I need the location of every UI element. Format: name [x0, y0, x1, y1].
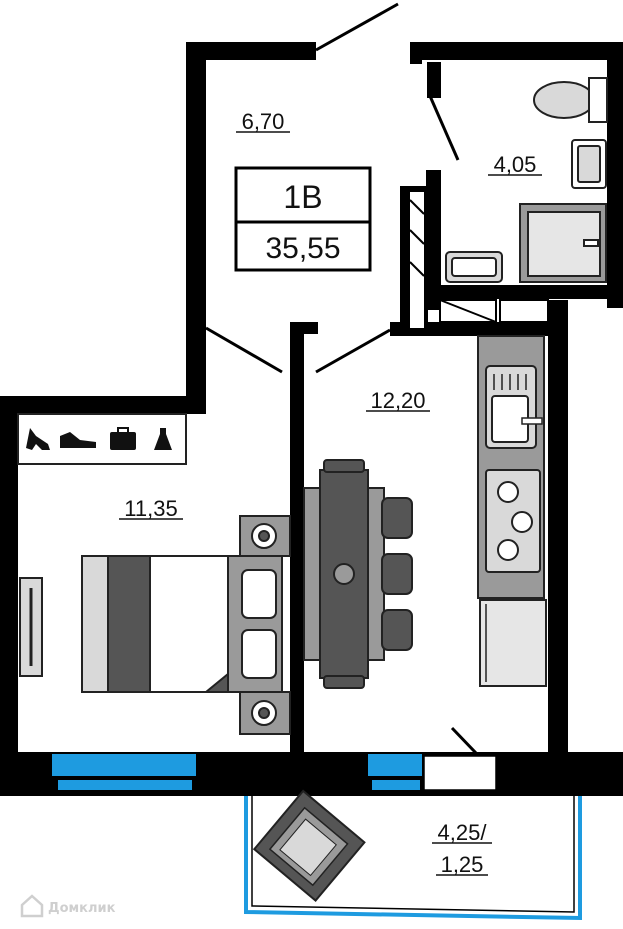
wall-bath-bottom: [426, 285, 623, 299]
armchair: [252, 789, 366, 902]
watermark-text: Домклик: [48, 901, 116, 916]
wardrobe: [17, 413, 187, 465]
burner-icon: [497, 481, 519, 503]
chair: [381, 497, 413, 539]
briefcase-icon: [110, 427, 136, 450]
bed-blanket-dark: [107, 555, 151, 693]
kitchen-fixtures: [477, 335, 547, 687]
balcony-area-line2: 1,25: [441, 852, 484, 877]
window-kitchen: [368, 754, 422, 776]
chair: [381, 553, 413, 595]
door-entrance: [315, 2, 399, 52]
wall-kitchen-top: [390, 322, 566, 336]
window-bedroom: [52, 754, 196, 776]
windows: [52, 754, 497, 791]
wall-bath-top-stub: [410, 42, 422, 64]
bed-blanket-light: [149, 555, 229, 693]
bedroom-area: 11,35: [124, 496, 177, 521]
toilet-tank: [588, 77, 608, 123]
wall-partition: [290, 322, 304, 758]
watermark: Домклик: [20, 894, 116, 918]
toilet-bowl: [533, 81, 595, 119]
dining-table: [303, 459, 413, 689]
table-center-icon: [333, 563, 355, 585]
chair: [323, 675, 365, 689]
unit-badge: 1В 35,55: [234, 166, 372, 272]
door-kitchen: [315, 328, 391, 374]
wall-hall-top-left: [186, 42, 316, 60]
refrigerator: [479, 599, 547, 687]
chair: [381, 609, 413, 651]
wall-hall-left: [186, 42, 206, 414]
bedroom-furniture: [17, 413, 291, 735]
sneaker-icon: [60, 432, 96, 448]
balcony-rail: [244, 796, 582, 921]
door-bathroom: [428, 95, 460, 161]
doors: [205, 2, 500, 778]
unit-code-box: [234, 166, 372, 224]
wall-bath-top: [410, 42, 623, 60]
pillow: [241, 569, 277, 619]
walls: [0, 42, 623, 796]
burner-icon: [511, 511, 533, 533]
window-kitchen-sill: [372, 780, 420, 790]
bathroom-area: 4,05: [494, 152, 537, 177]
burner-icon: [497, 539, 519, 561]
balcony: [244, 789, 582, 921]
domclick-logo-icon: [20, 894, 44, 918]
bathroom-fixtures: [445, 77, 608, 283]
pillow: [241, 629, 277, 679]
wall-bath-left: [426, 170, 441, 310]
dress-icon: [154, 428, 172, 450]
wall-kitchen-right: [548, 300, 568, 760]
wall-partition-cap: [290, 322, 318, 334]
unit-total-box: [234, 220, 372, 272]
wall-bedroom-top: [0, 396, 206, 414]
wall-outer-left: [0, 396, 18, 796]
area-labels: 6,70 4,05 12,20 11,35 4,25/ 1,25: [119, 109, 542, 877]
wardrobe-icons: [26, 427, 172, 450]
balcony-door-opening: [423, 755, 497, 791]
high-heel-icon: [26, 428, 50, 450]
ventilation-shaft: [409, 192, 549, 328]
chair: [323, 459, 365, 473]
wall-right-bottom: [568, 756, 623, 796]
kitchen-area: 12,20: [370, 388, 425, 413]
window-bedroom-sill: [58, 780, 192, 790]
unit-total-area: 35,55: [265, 232, 340, 265]
wall-bath-right: [607, 42, 623, 308]
door-bedroom: [205, 326, 283, 374]
balcony-area-line1: 4,25/: [438, 820, 488, 845]
hall-area: 6,70: [242, 109, 285, 134]
wall-bath-left-stub: [427, 62, 441, 98]
unit-code: 1В: [283, 179, 322, 215]
